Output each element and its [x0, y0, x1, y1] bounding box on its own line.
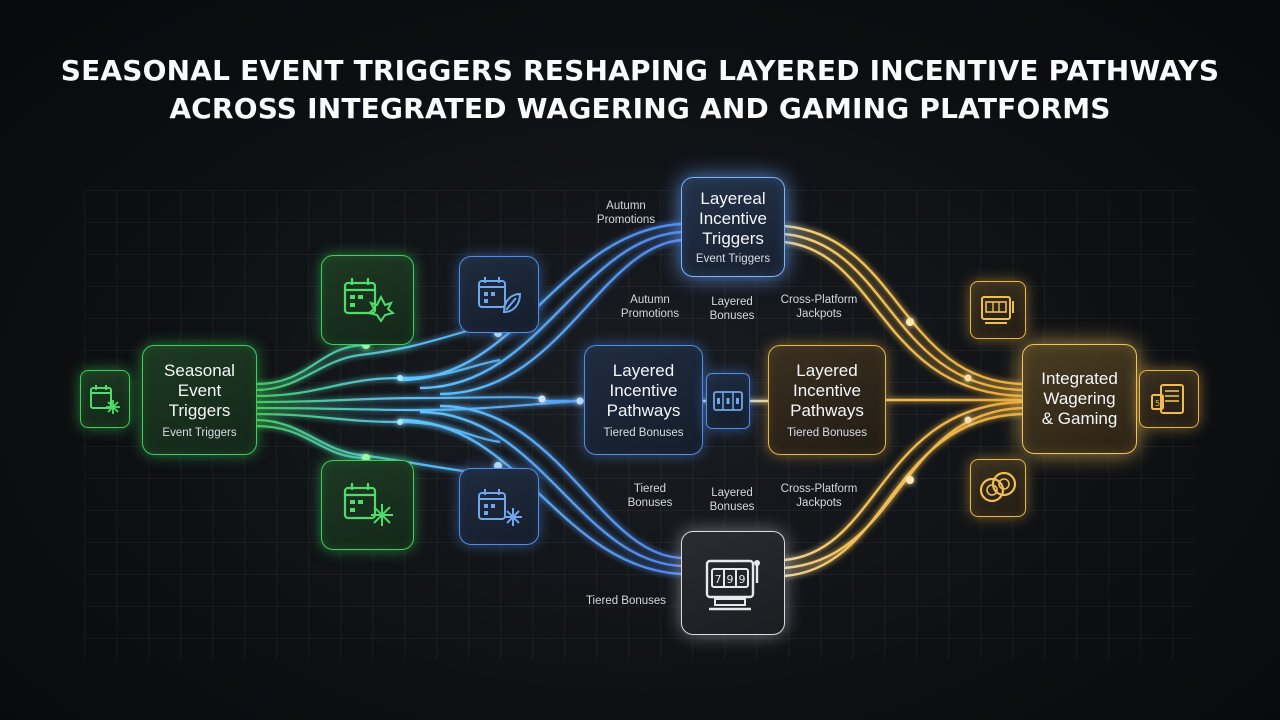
- label-layered-bonuses-bottom: Layered Bonuses: [702, 486, 762, 514]
- wires-amber-sweep: [702, 224, 1023, 578]
- label-autumn-promotions-mid: Autumn Promotions: [616, 293, 684, 321]
- casino-chips-icon: [979, 471, 1017, 503]
- page-title: SEASONAL EVENT TRIGGERS RESHAPING LAYERE…: [0, 52, 1280, 128]
- seasonal-title-line-2: Event: [177, 381, 222, 400]
- calendar-snowflake-icon: [90, 385, 120, 414]
- label-text: Autumn: [630, 294, 670, 306]
- mid-amber-subtitle: Tiered Bonuses: [786, 427, 868, 439]
- label-text: Bonuses: [709, 310, 755, 322]
- calendar-leaf-icon: [343, 278, 395, 323]
- label-text: Cross-Platform: [780, 294, 858, 306]
- slot-reels-icon: [713, 391, 743, 411]
- slot-machine-icon: 7 9 9: [705, 559, 760, 611]
- label-tiered-bonuses-bottom: Tiered Bonuses: [585, 595, 667, 607]
- seasonal-title-line-1: Seasonal: [164, 361, 235, 380]
- calendar-snowflake-icon: [343, 483, 393, 526]
- svg-text:5: 5: [1155, 399, 1160, 408]
- blue-top-calendar-tile[interactable]: [459, 256, 539, 333]
- mid-amber-line-2: Incentive: [792, 381, 862, 400]
- green-top-calendar-tile[interactable]: [321, 255, 414, 345]
- label-cross-platform-jackpots-top: Cross-Platform Jackpots: [774, 293, 864, 321]
- label-text: Jackpots: [796, 497, 842, 509]
- label-text: Autumn: [606, 200, 646, 212]
- label-cross-platform-jackpots-bottom: Cross-Platform Jackpots: [774, 482, 864, 510]
- label-text: Promotions: [620, 308, 680, 320]
- seasonal-event-triggers-node[interactable]: Seasonal Event Triggers Event Triggers: [142, 345, 257, 455]
- integrated-line-3: & Gaming: [1041, 409, 1118, 428]
- connection-dots: [362, 318, 972, 484]
- bottom-slot-machine-node[interactable]: 7 9 9: [681, 531, 785, 635]
- title-line-2: ACROSS INTEGRATED WAGERING AND GAMING PL…: [169, 92, 1111, 125]
- title-line-1: SEASONAL EVENT TRIGGERS RESHAPING LAYERE…: [60, 54, 1220, 87]
- label-text: Promotions: [596, 214, 656, 226]
- calendar-leaf-icon: [478, 276, 522, 313]
- layered-incentive-pathways-amber-node[interactable]: Layered Incentive Pathways Tiered Bonuse…: [768, 345, 886, 455]
- mid-blue-line-2: Incentive: [609, 381, 678, 400]
- label-text: Cross-Platform: [780, 483, 858, 495]
- top-node-line-2: Incentive: [698, 209, 768, 228]
- right-bottom-chips-tile[interactable]: [970, 459, 1026, 517]
- label-text: Layered: [711, 296, 753, 308]
- blue-bottom-calendar-tile[interactable]: [459, 468, 539, 545]
- mid-amber-line-1: Layered: [796, 361, 858, 380]
- layered-incentive-pathways-blue-node[interactable]: Layered Incentive Pathways Tiered Bonuse…: [584, 345, 703, 455]
- label-text: Jackpots: [796, 308, 842, 320]
- integrated-wagering-gaming-node[interactable]: Integrated Wagering & Gaming: [1022, 344, 1137, 454]
- seasonal-subtitle: Event Triggers: [162, 427, 237, 439]
- mid-amber-line-3: Pathways: [790, 401, 864, 420]
- integrated-line-1: Integrated: [1041, 369, 1118, 388]
- wires-left-fan: [255, 328, 581, 474]
- label-text: Bonuses: [709, 501, 755, 513]
- label-text: Tiered: [633, 483, 667, 495]
- seasonal-title-line-3: Triggers: [168, 401, 231, 420]
- center-reels-tile[interactable]: [706, 373, 750, 429]
- right-side-cabinet-tile[interactable]: 5: [1139, 370, 1199, 428]
- svg-text:9: 9: [727, 573, 734, 586]
- label-text: Bonuses: [627, 497, 673, 509]
- mid-blue-subtitle: Tiered Bonuses: [603, 427, 684, 439]
- svg-text:9: 9: [739, 573, 746, 586]
- green-bottom-calendar-tile[interactable]: [321, 460, 414, 550]
- mid-blue-line-3: Pathways: [606, 401, 681, 420]
- right-top-slot-tile[interactable]: [970, 281, 1026, 339]
- layereal-incentive-triggers-node[interactable]: Layereal Incentive Triggers Event Trigge…: [681, 177, 785, 277]
- calendar-snowflake-icon: [478, 488, 522, 526]
- label-text: Layered: [711, 487, 753, 499]
- left-calendar-tile[interactable]: [80, 370, 130, 428]
- slot-machine-icon: [981, 296, 1014, 324]
- slot-cabinet-icon: 5: [1151, 384, 1184, 414]
- label-layered-bonuses-top: Layered Bonuses: [702, 295, 762, 323]
- top-node-subtitle: Event Triggers: [695, 253, 771, 265]
- integrated-line-2: Wagering: [1043, 389, 1116, 408]
- label-tiered-bonuses-mid: Tiered Bonuses: [620, 482, 680, 510]
- top-node-line-3: Triggers: [702, 229, 764, 248]
- mid-blue-line-1: Layered: [612, 361, 675, 380]
- wires-blue-sweep: [399, 222, 683, 576]
- top-node-line-1: Layereal: [700, 189, 766, 208]
- label-autumn-promotions-top: Autumn Promotions: [592, 199, 660, 227]
- svg-text:7: 7: [715, 573, 722, 586]
